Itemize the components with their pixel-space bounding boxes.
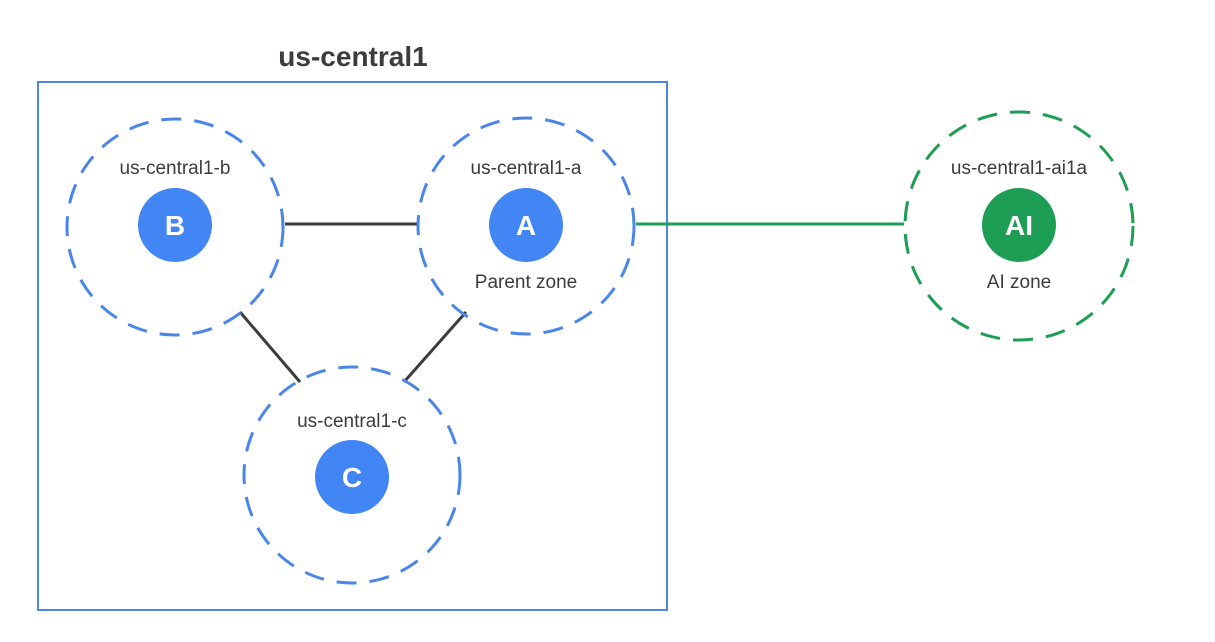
zone-ai-badge — [982, 188, 1056, 262]
zone-ai-boundary — [903, 110, 1135, 342]
zone-b: us-central1-b B — [65, 117, 285, 337]
region-box — [37, 81, 668, 611]
zone-c-badge — [315, 440, 389, 514]
zone-a-sublabel: Parent zone — [475, 272, 577, 293]
zone-c-boundary — [242, 365, 462, 585]
connector-a-c — [402, 311, 468, 383]
region-title: us-central1 — [278, 41, 427, 72]
zone-a: us-central1-a A Parent zone — [416, 116, 636, 336]
zone-a-badge-label: A — [516, 210, 536, 241]
connector-b-c — [238, 311, 302, 383]
zone-ai: us-central1-ai1a AI AI zone — [903, 110, 1135, 342]
zone-b-badge-label: B — [165, 210, 185, 241]
zone-c-name: us-central1-c — [297, 411, 407, 432]
zone-a-boundary — [416, 116, 636, 336]
zone-ai-badge-label: AI — [1005, 210, 1033, 241]
zone-c: us-central1-c C — [242, 365, 462, 585]
zone-b-name: us-central1-b — [120, 158, 231, 179]
zone-ai-name: us-central1-ai1a — [951, 158, 1088, 179]
zone-b-boundary — [65, 117, 285, 337]
zone-c-badge-label: C — [342, 462, 362, 493]
zone-a-name: us-central1-a — [471, 158, 582, 179]
zone-b-badge — [138, 188, 212, 262]
zone-a-badge — [489, 188, 563, 262]
zone-ai-sublabel: AI zone — [987, 272, 1051, 293]
